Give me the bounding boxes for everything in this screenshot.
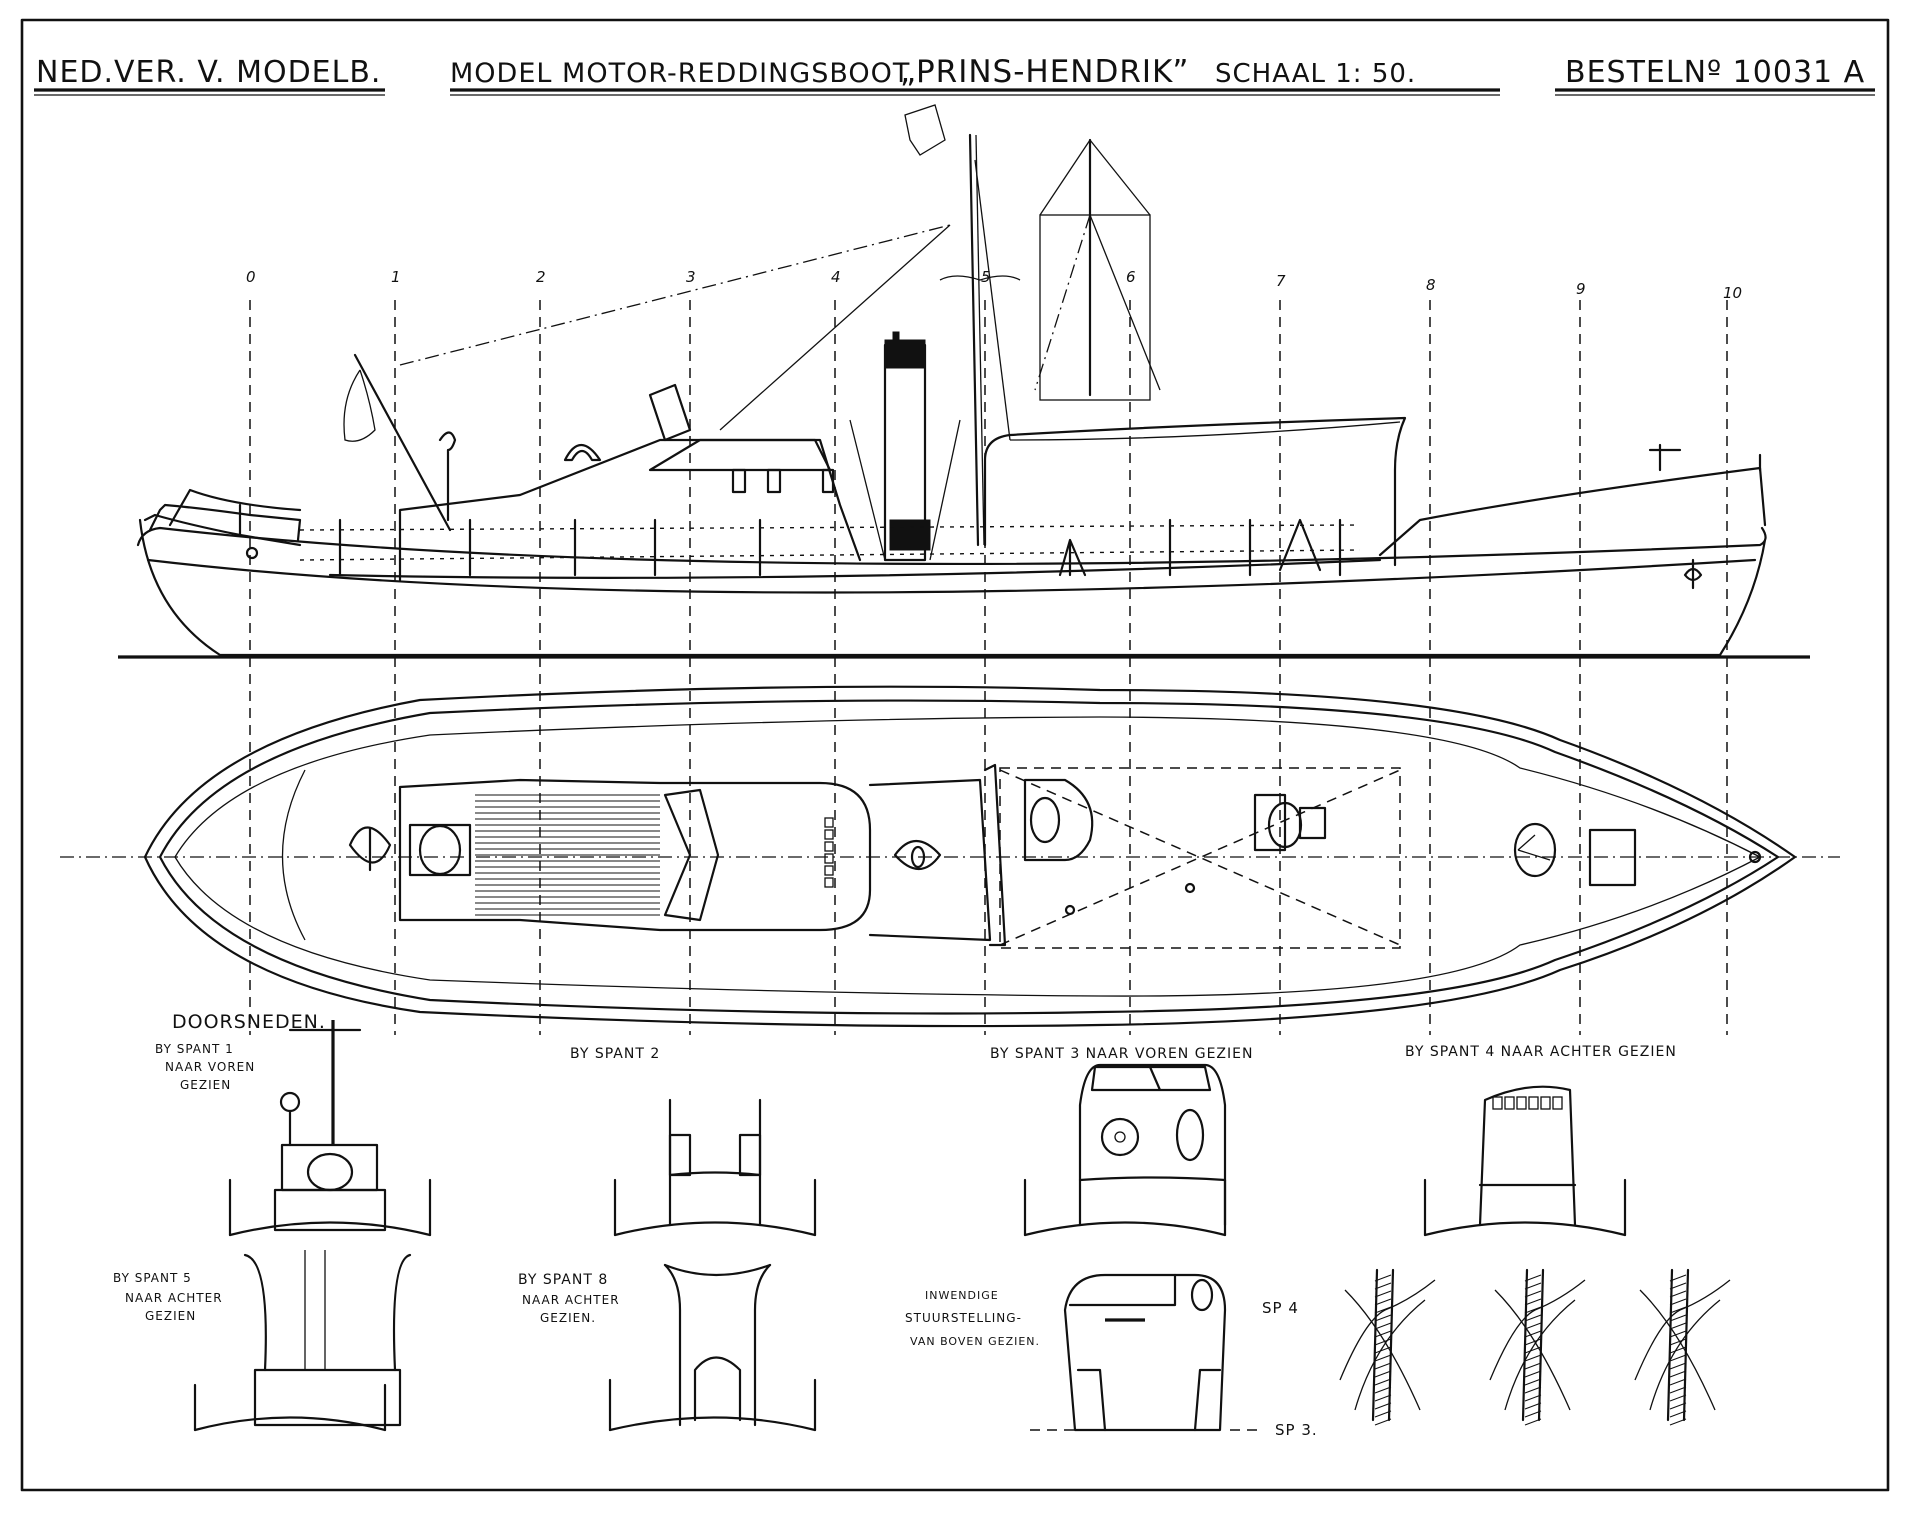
scale-label: SCHAAL 1: 50.: [1215, 59, 1416, 89]
porthole: [824, 841, 834, 852]
wheelhouse: [398, 438, 862, 582]
porthole: [1504, 1096, 1515, 1110]
sections-heading: DOORSNEDEN.: [172, 1011, 326, 1033]
aft-canopy: [983, 416, 1407, 567]
spant2-label: BY SPANT 2: [570, 1046, 660, 1062]
porthole: [1492, 1096, 1503, 1110]
spant5-label-1: BY SPANT 5: [113, 1271, 192, 1285]
main-mast: [904, 104, 1021, 547]
spant1-label-1: BY SPANT 1: [155, 1042, 234, 1056]
davit-frame: [1034, 138, 1161, 401]
porthole: [1552, 1096, 1563, 1110]
stern-flag: [343, 369, 376, 442]
porthole: [824, 829, 834, 840]
lifebuoy-icon: [563, 443, 602, 462]
section-spant-5: [193, 1250, 412, 1432]
funnel: [849, 331, 961, 562]
porthole: [824, 817, 834, 828]
hull-outline: [136, 518, 1767, 657]
station-number: 8: [1426, 276, 1436, 294]
spant8-label-2: NAAR ACHTER: [522, 1293, 620, 1307]
porthole: [824, 877, 834, 888]
splice-1: [1339, 1268, 1436, 1426]
society-title: NED.VER. V. MODELB.: [36, 55, 381, 90]
porthole: [1528, 1096, 1539, 1110]
wheelhouse-plan: [348, 778, 872, 932]
steering-gear-top-view: [1030, 1273, 1260, 1432]
station-number: 3: [686, 268, 696, 286]
splice-3: [1634, 1268, 1731, 1426]
sp4-label: SP 4: [1262, 1299, 1299, 1317]
station-number: 0: [246, 268, 256, 286]
profile-view: 0 1 2 3 4 5 6 7 8 9 10: [118, 104, 1810, 1035]
steering-label-3: VAN BOVEN GEZIEN.: [910, 1335, 1040, 1348]
spant1-label-3: GEZIEN: [180, 1078, 231, 1092]
porthole: [1540, 1096, 1551, 1110]
masthead-flag: [904, 104, 946, 156]
spant1-label-2: NAAR VOREN: [165, 1060, 255, 1074]
station-number: 4: [831, 268, 841, 286]
spant3-label: BY SPANT 3 NAAR VOREN GEZIEN: [990, 1046, 1253, 1062]
porthole: [824, 865, 834, 876]
steering-label-2: STUURSTELLING-: [905, 1311, 1022, 1325]
station-number: 2: [536, 268, 546, 286]
station-number: 6: [1126, 268, 1136, 286]
railing-stanchions: [338, 518, 1342, 577]
station-number: 5: [981, 268, 991, 286]
station-number: 1: [391, 268, 401, 286]
sheet-border: [20, 18, 1890, 1492]
spant8-label-1: BY SPANT 8: [518, 1272, 608, 1288]
title-block: NED.VER. V. MODELB. MODEL MOTOR-REDDINGS…: [34, 54, 1875, 96]
anchor-icon: [1683, 558, 1703, 590]
splice-2: [1489, 1268, 1586, 1426]
section-spant-8: [608, 1263, 817, 1432]
rope-splice-details: [1339, 1268, 1731, 1426]
section-spant-3: [1023, 1063, 1227, 1237]
station-number: 10: [1723, 284, 1742, 302]
plan-hull-outer: [143, 685, 1797, 1028]
section-spant-4: [1423, 1085, 1627, 1237]
spant5-label-2: NAAR ACHTER: [125, 1291, 223, 1305]
spant4-label: BY SPANT 4 NAAR ACHTER GEZIEN: [1405, 1044, 1677, 1060]
sp3-label: SP 3.: [1275, 1421, 1318, 1439]
ship-name: „PRINS-HENDRIK”: [900, 54, 1189, 90]
steering-wheel-icon: [1100, 1117, 1140, 1157]
station-number: 9: [1576, 280, 1586, 298]
forward-hatch: [1513, 822, 1557, 878]
spant5-label-3: GEZIEN: [145, 1309, 196, 1323]
section-spant-1: [228, 1020, 432, 1237]
windlass: [1588, 828, 1637, 887]
section-spant-2: [613, 1098, 817, 1237]
order-number: BESTELNº 10031 A: [1565, 55, 1865, 90]
steering-label-1: INWENDIGE: [925, 1289, 999, 1302]
aft-cockpit-plan: [983, 763, 1401, 949]
sections: DOORSNEDEN. BY SPANT 1 NAAR VOREN GEZIEN…: [113, 1011, 1731, 1439]
plan-view: [60, 685, 1840, 1028]
spant8-label-3: GEZIEN.: [540, 1311, 596, 1325]
model-title: MODEL MOTOR-REDDINGSBOOT: [450, 58, 910, 89]
porthole: [1516, 1096, 1527, 1110]
station-number: 7: [1276, 272, 1286, 290]
porthole: [824, 853, 834, 864]
flagstaff: [353, 353, 452, 532]
